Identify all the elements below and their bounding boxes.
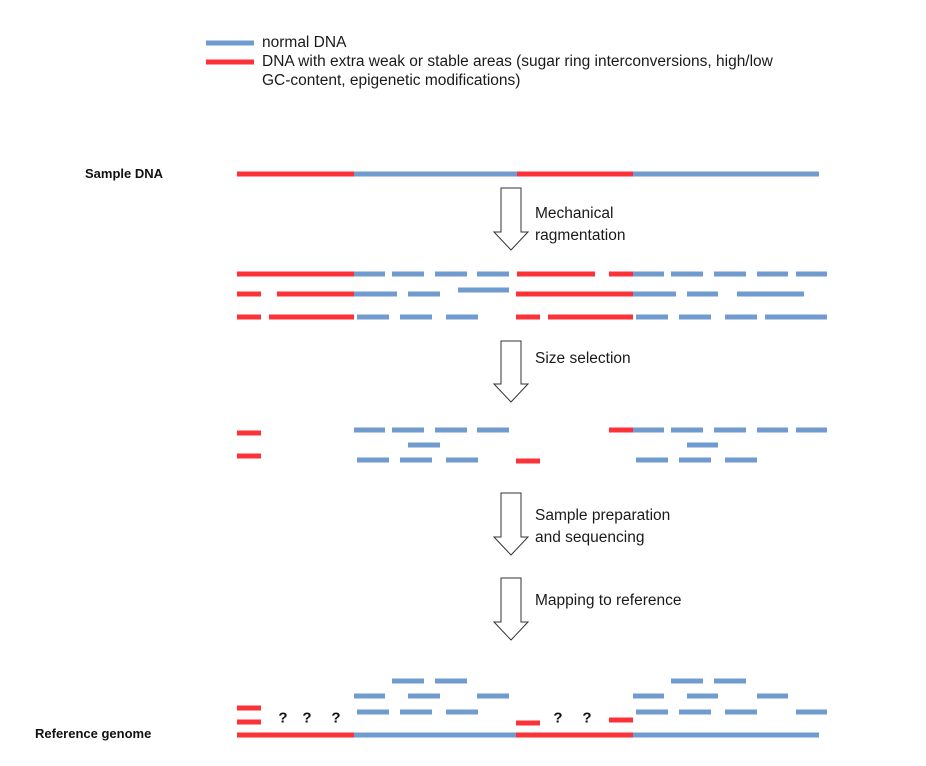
step-label-fragmentation: Mechanical ragmentation xyxy=(535,205,626,244)
unmapped-question-mark: ? xyxy=(302,709,312,727)
sample-dna-label: Sample DNA xyxy=(85,166,164,181)
step-label-mapping: Mapping to reference xyxy=(535,592,682,609)
arrow-size-selection-icon xyxy=(492,340,530,403)
arrow-fragmentation-icon xyxy=(492,187,530,251)
arrow-sequencing-icon xyxy=(492,492,530,556)
arrow-mapping-icon xyxy=(492,577,530,641)
unmapped-question-mark: ? xyxy=(331,709,341,727)
legend-normal-label: normal DNA xyxy=(262,34,347,51)
unmapped-question-mark: ? xyxy=(582,709,592,727)
step-label-size-selection: Size selection xyxy=(535,350,631,367)
unmapped-question-mark: ? xyxy=(278,709,288,727)
unmapped-question-mark: ? xyxy=(553,709,563,727)
legend-special-label: DNA with extra weak or stable areas (sug… xyxy=(262,53,773,89)
step-label-sequencing: Sample preparation and sequencing xyxy=(535,507,671,546)
reference-genome-label: Reference genome xyxy=(35,726,152,741)
